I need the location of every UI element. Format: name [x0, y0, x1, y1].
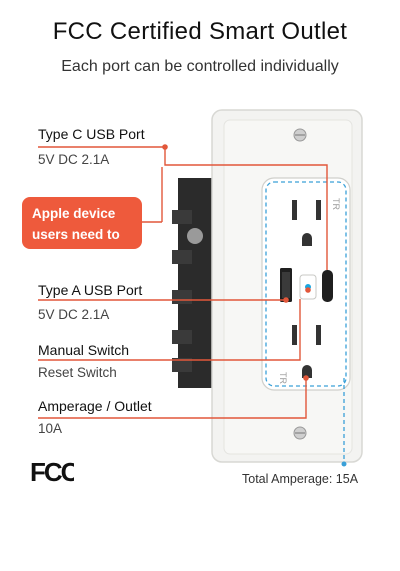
- plate-screw-bottom-icon: [293, 426, 307, 440]
- top-outlet-slots: [292, 200, 321, 246]
- type-a-label: Type A USB Port: [38, 282, 143, 298]
- callout-lines: [38, 146, 328, 419]
- reset-switch-label: Reset Switch: [38, 365, 117, 380]
- apple-callout-badge: Apple device users need to: [22, 197, 142, 249]
- manual-switch-label: Manual Switch: [38, 342, 130, 358]
- svg-text:FCC: FCC: [30, 457, 74, 487]
- tr-mark-bottom: TR: [278, 372, 288, 384]
- page-subtitle: Each port can be controlled individually: [61, 58, 339, 75]
- plate-screw-top-icon: [293, 128, 307, 142]
- type-c-label: Type C USB Port: [38, 126, 145, 142]
- type-c-spec: 5V DC 2.1A: [38, 152, 110, 167]
- page-title: FCC Certified Smart Outlet: [52, 18, 348, 45]
- fcc-logo-icon: FCC: [30, 457, 74, 487]
- amperage-value: 10A: [38, 421, 63, 436]
- total-amperage-label: Total Amperage: 15A: [242, 472, 359, 486]
- screw-terminal-icon: [187, 228, 203, 244]
- bottom-outlet-slots: [292, 325, 321, 378]
- amperage-label: Amperage / Outlet: [38, 398, 152, 414]
- type-a-spec: 5V DC 2.1A: [38, 307, 110, 322]
- tr-mark-top: TR: [331, 198, 341, 210]
- type-c-port: [322, 270, 333, 302]
